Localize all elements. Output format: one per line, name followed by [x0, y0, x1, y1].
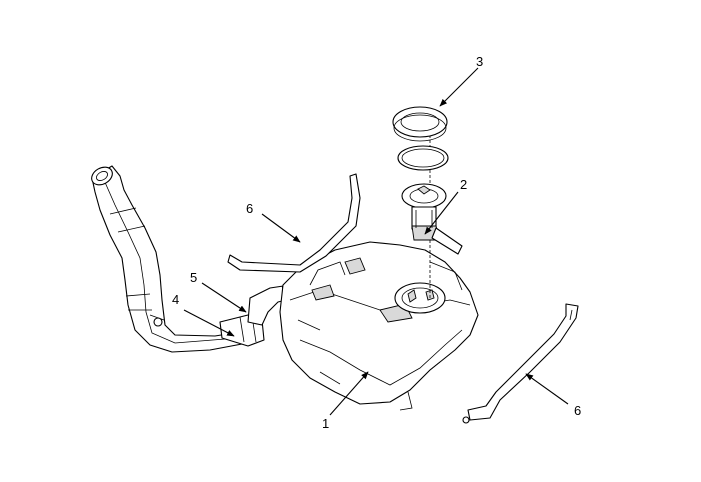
- tank-band-right: [462, 303, 579, 424]
- filler-neck-pipe: [91, 165, 243, 353]
- pump-cover: [392, 106, 448, 142]
- leader-line-6-left: [261, 213, 301, 243]
- callout-5: 5: [190, 270, 197, 285]
- callout-6-left: 6: [246, 201, 253, 216]
- tank-band-left: [227, 173, 361, 273]
- leader-line-3: [439, 67, 479, 107]
- callout-2: 2: [460, 177, 467, 192]
- callout-6-right: 6: [574, 403, 581, 418]
- gasket-ring: [397, 145, 449, 171]
- leader-line-5: [201, 282, 247, 313]
- callout-4: 4: [172, 292, 179, 307]
- leader-line-1: [329, 371, 369, 416]
- fuel-tank: [279, 241, 479, 411]
- leader-line-4: [183, 309, 235, 337]
- callout-1: 1: [322, 416, 329, 431]
- leader-line-2: [424, 191, 459, 235]
- fuel-pump: [401, 183, 463, 255]
- callout-3: 3: [476, 54, 483, 69]
- leader-line-6-right: [525, 373, 569, 405]
